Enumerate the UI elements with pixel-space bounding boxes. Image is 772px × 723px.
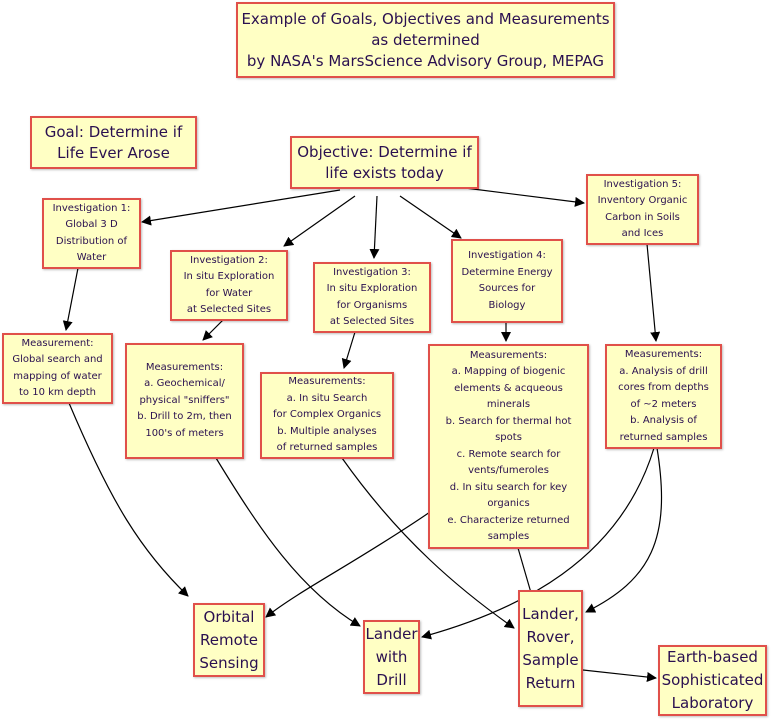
arrow-inv2-meas2	[202, 319, 224, 341]
arrow-rover-earth	[582, 669, 657, 682]
measurement-2-box: Measurements: a. Geochemical/ physical "…	[125, 343, 244, 459]
measurement-5-box: Measurements: a. Analysis of drill cores…	[605, 344, 722, 449]
measurement-1-box: Measurement: Global search and mapping o…	[2, 333, 113, 404]
arrow-objective-inv1	[141, 189, 341, 226]
arrow-objective-inv3	[369, 195, 380, 259]
arrow-meas5-rover	[585, 447, 663, 613]
arrow-meas5-drill	[421, 447, 655, 640]
measurement-3-box: Measurements: a. In situ Search for Comp…	[260, 372, 394, 459]
arrow-inv3-meas3	[341, 331, 356, 369]
investigation-3-box: Investigation 3: In situ Exploration for…	[313, 262, 431, 333]
goal-box: Goal: Determine if Life Ever Arose	[30, 116, 197, 169]
measurement-4-box: Measurements: a. Mapping of biogenic ele…	[428, 344, 589, 549]
arrow-meas1-orbital	[68, 402, 189, 597]
arrow-objective-inv4	[399, 195, 462, 239]
earth-based-laboratory-box: Earth-based Sophisticated Laboratory	[658, 645, 767, 716]
orbital-remote-sensing-box: Orbital Remote Sensing	[193, 603, 265, 677]
arrow-objective-inv5	[464, 187, 585, 207]
diagram-title: Example of Goals, Objectives and Measure…	[236, 2, 615, 78]
lander-rover-sample-return-box: Lander, Rover, Sample Return	[518, 590, 583, 707]
arrow-inv1-meas1	[62, 267, 79, 331]
investigation-2-box: Investigation 2: In situ Exploration for…	[170, 250, 288, 321]
objective-box: Objective: Determine if life exists toda…	[290, 136, 479, 189]
investigation-5-box: Investigation 5: Inventory Organic Carbo…	[586, 174, 699, 245]
investigation-1-box: Investigation 1: Global 3 D Distribution…	[42, 198, 141, 269]
investigation-4-box: Investigation 4: Determine Energy Source…	[451, 239, 563, 323]
arrow-meas3-rover	[341, 457, 515, 629]
lander-with-drill-box: Lander with Drill	[363, 620, 420, 694]
arrow-meas4-orbital	[265, 511, 431, 618]
arrow-meas2-drill	[215, 457, 361, 627]
arrow-inv5-meas5	[646, 243, 661, 342]
arrow-objective-inv2	[283, 195, 356, 247]
